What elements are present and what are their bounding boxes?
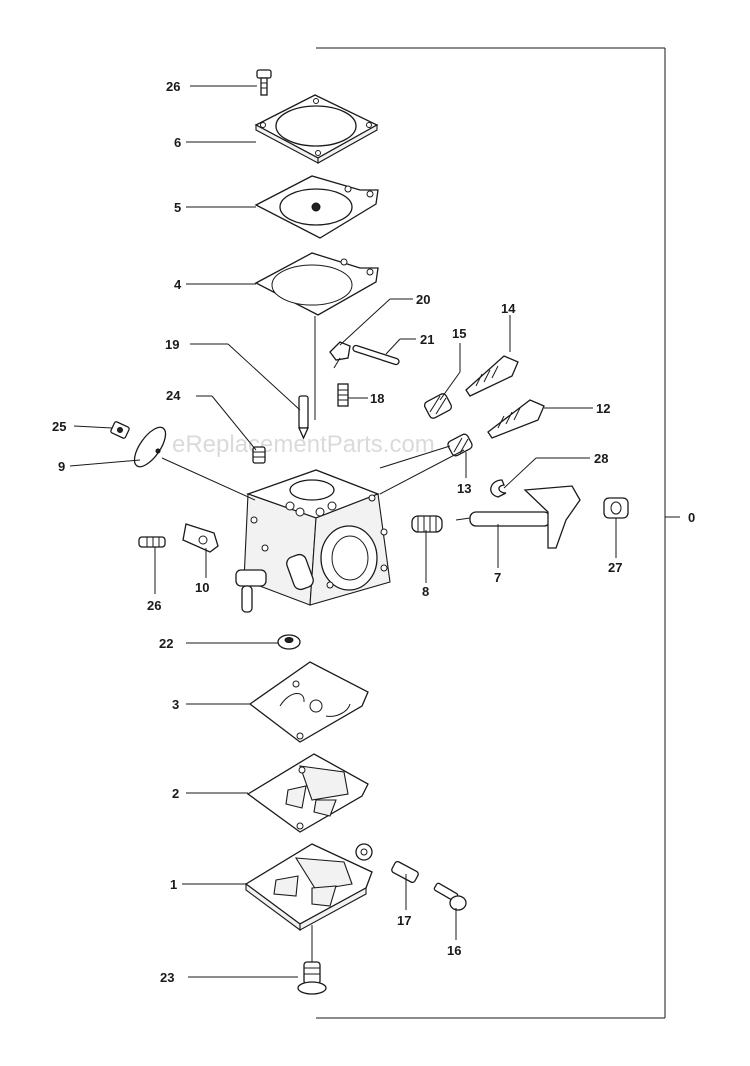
callout-8: 8 <box>422 584 429 599</box>
callout-26-top: 26 <box>166 79 180 94</box>
callout-13: 13 <box>457 481 471 496</box>
callout-14: 14 <box>501 301 516 316</box>
callout-22: 22 <box>159 636 173 651</box>
part-spring-13[interactable] <box>447 433 474 457</box>
callout-25: 25 <box>52 419 66 434</box>
callout-4: 4 <box>174 277 182 292</box>
callout-19: 19 <box>165 337 179 352</box>
part-carburetor-body[interactable] <box>235 469 391 613</box>
part-cover-plate[interactable] <box>254 94 379 164</box>
callout-12: 12 <box>596 401 610 416</box>
part-screw-23[interactable] <box>297 961 327 995</box>
part-metering-lever[interactable] <box>329 341 351 369</box>
part-mixture-screw-12[interactable] <box>487 399 545 439</box>
part-nut-27[interactable] <box>603 497 629 519</box>
callout-23: 23 <box>160 970 174 985</box>
part-gasket-upper[interactable] <box>254 252 379 316</box>
part-screw-25[interactable] <box>110 421 130 439</box>
callout-7: 7 <box>494 570 501 585</box>
callout-2: 2 <box>172 786 179 801</box>
part-throttle-shaft[interactable] <box>455 485 581 549</box>
part-lever-spring[interactable] <box>337 383 349 407</box>
part-spring-15[interactable] <box>423 392 453 419</box>
callout-15: 15 <box>452 326 466 341</box>
part-screw-top[interactable] <box>256 69 272 96</box>
callout-27: 27 <box>608 560 622 575</box>
part-screw-16[interactable] <box>433 882 467 911</box>
callout-21: 21 <box>420 332 434 347</box>
callout-1: 1 <box>170 877 177 892</box>
callout-17: 17 <box>397 913 411 928</box>
callout-labels: 0 1 2 3 4 5 6 7 8 9 10 12 13 14 15 16 17… <box>52 79 695 985</box>
leader-lines <box>69 85 617 978</box>
part-gasket-lower[interactable] <box>248 661 369 743</box>
part-throttle-plate[interactable] <box>129 422 172 471</box>
part-diaphragm[interactable] <box>254 175 379 239</box>
part-nut-22[interactable] <box>277 634 301 650</box>
callout-20: 20 <box>416 292 430 307</box>
assembly-bracket <box>316 47 680 1019</box>
part-return-spring[interactable] <box>411 515 443 533</box>
part-screw-26-lower[interactable] <box>138 536 166 548</box>
callout-3: 3 <box>172 697 179 712</box>
callout-28: 28 <box>594 451 608 466</box>
part-clip-28[interactable] <box>490 479 507 498</box>
part-throttle-bracket[interactable] <box>182 523 219 553</box>
part-inlet-needle[interactable] <box>297 395 310 440</box>
part-lever-pin[interactable] <box>352 344 400 366</box>
callout-16: 16 <box>447 943 461 958</box>
callout-9: 9 <box>58 459 65 474</box>
part-mixture-screw-14[interactable] <box>465 355 519 397</box>
callout-26-lower: 26 <box>147 598 161 613</box>
callout-18: 18 <box>370 391 384 406</box>
part-pump-cover[interactable] <box>244 843 373 932</box>
part-screw-17[interactable] <box>391 861 420 884</box>
callout-5: 5 <box>174 200 181 215</box>
callout-0: 0 <box>688 510 695 525</box>
part-pump-gasket[interactable] <box>246 753 369 833</box>
callout-24: 24 <box>166 388 181 403</box>
callout-6: 6 <box>174 135 181 150</box>
part-screw-24[interactable] <box>252 446 266 464</box>
callout-10: 10 <box>195 580 209 595</box>
